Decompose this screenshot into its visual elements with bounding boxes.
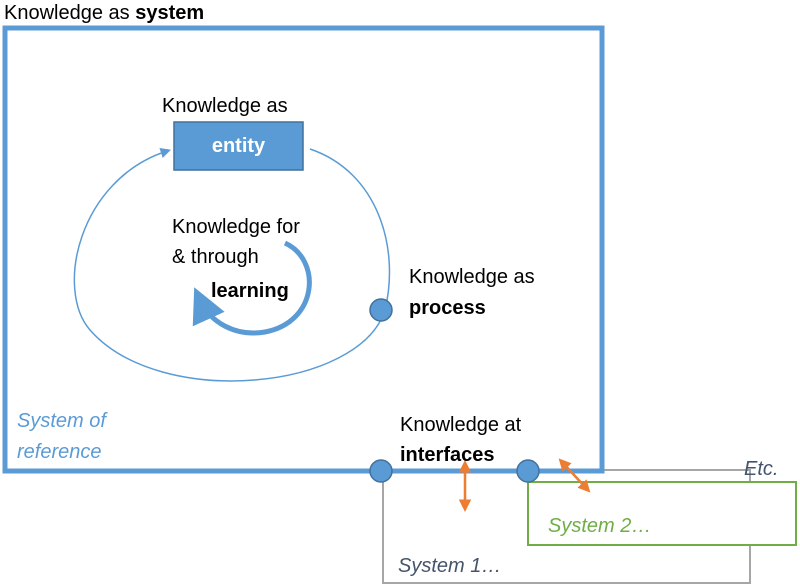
title-prefix: Knowledge as (4, 2, 136, 24)
system1-label: System 1… (398, 555, 502, 577)
interface-arrow-diagonal (558, 458, 591, 493)
system-reference-line1: System of (17, 410, 106, 432)
diagram-title: Knowledge as system (4, 1, 204, 25)
learning-line2: & through (172, 246, 259, 268)
entity-heading: Knowledge as (162, 95, 288, 117)
entity-box-label: entity (211, 135, 266, 157)
interfaces-bold: interfaces (400, 444, 495, 466)
process-node (369, 298, 393, 322)
cycle-arrow (73, 147, 391, 382)
system-reference-line2: reference (17, 441, 102, 463)
entity-box (173, 121, 304, 171)
process-line1: Knowledge as (409, 266, 535, 288)
process-bold: process (409, 297, 486, 319)
learning-arrow (192, 240, 312, 336)
learning-bold: learning (211, 280, 289, 302)
interfaces-line1: Knowledge at (400, 414, 522, 436)
learning-line1: Knowledge for (172, 216, 300, 238)
interface-node-left (369, 459, 393, 483)
interface-node-right (516, 459, 540, 483)
title-bold: system (135, 2, 205, 24)
etc-label: Etc. (744, 458, 779, 480)
system2-label: System 2… (548, 515, 652, 537)
system-frame (2, 25, 605, 474)
